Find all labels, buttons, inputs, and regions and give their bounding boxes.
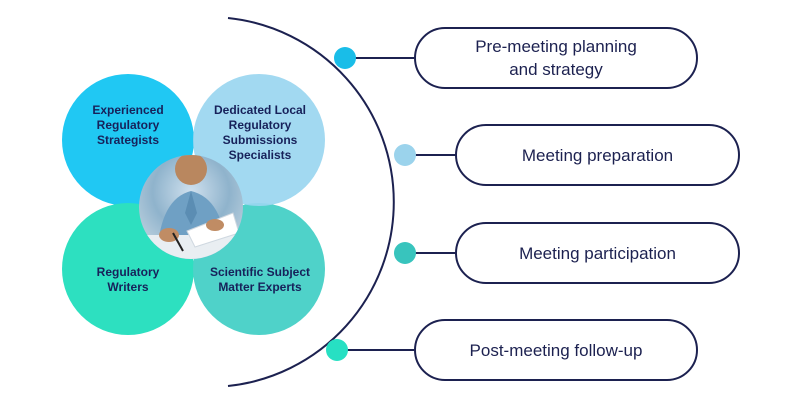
role-label-strategists: Experienced Regulatory Strategists	[92, 103, 164, 147]
timeline-node-3	[394, 242, 416, 264]
step-pill-follow-up: Post-meeting follow-up	[414, 319, 698, 381]
timeline-arc	[227, 17, 395, 387]
role-label-writers: Regulatory Writers	[96, 265, 160, 294]
center-photo	[139, 155, 243, 259]
role-label-specialists: Dedicated Local Regulatory Submissions S…	[213, 103, 307, 162]
timeline-node-2	[394, 144, 416, 166]
step-pill-participation: Meeting participation	[455, 222, 740, 284]
step-pill-pre-meeting: Pre-meeting planning and strategy	[414, 27, 698, 89]
role-label-experts: Scientific Subject Matter Experts	[209, 265, 311, 294]
timeline-node-1	[334, 47, 356, 69]
person-writing-illustration	[139, 155, 243, 259]
step-pill-preparation: Meeting preparation	[455, 124, 740, 186]
timeline-node-4	[326, 339, 348, 361]
